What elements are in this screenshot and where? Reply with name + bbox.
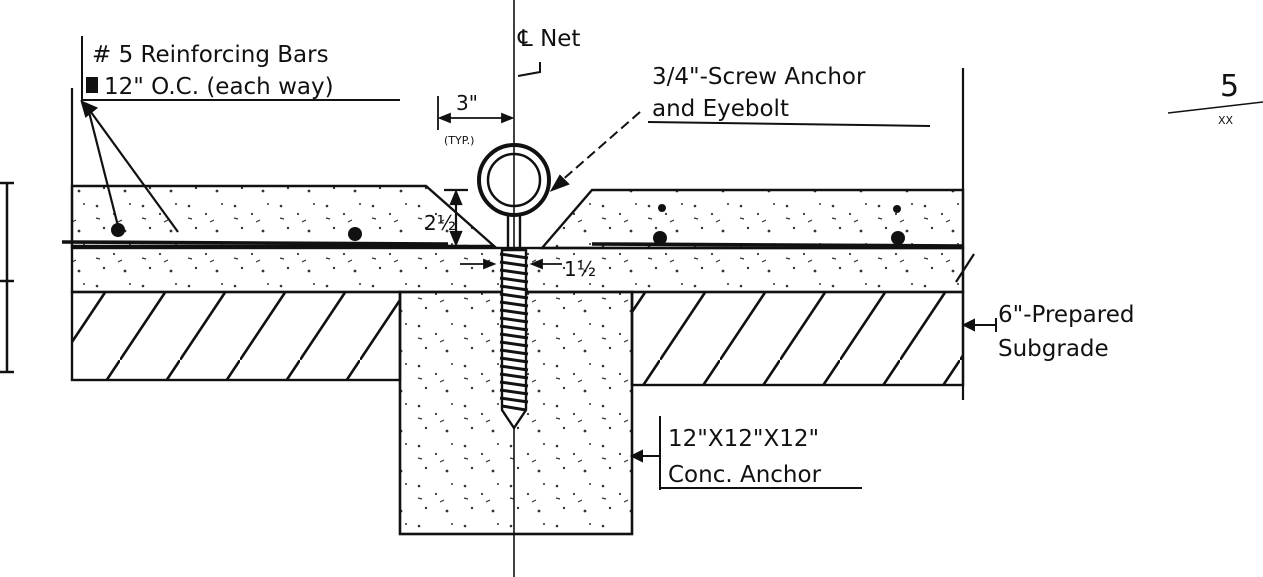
- subgrade-leader-arrow: [961, 318, 997, 332]
- corner-mark-sub: XX: [1218, 114, 1234, 127]
- anchor-label-line1: 3/4"-Screw Anchor: [652, 64, 866, 90]
- left-dimension-marks: [0, 181, 14, 374]
- spacing-typ-label: (TYP.): [444, 134, 474, 147]
- eyebolt-ring-icon: [477, 143, 551, 217]
- gap-label: 1½: [564, 257, 596, 281]
- screw-anchor-icon: [499, 214, 529, 431]
- rebar-label-line2: 12" O.C. (each way): [104, 74, 334, 100]
- spacing-label: 3": [456, 91, 478, 115]
- rebar-leader-arrows: [80, 100, 179, 233]
- subgrade-left: [70, 290, 402, 382]
- anchor-label-line2: and Eyebolt: [652, 96, 789, 122]
- gap-dimension: [460, 258, 562, 270]
- slab-break-mark: [955, 253, 975, 283]
- rebar-dots: [111, 204, 905, 245]
- centerline-label: ℄ Net: [517, 26, 580, 52]
- subgrade-label-line1: 6"-Prepared: [998, 302, 1134, 328]
- block-leader-arrow: [629, 416, 862, 490]
- subgrade-right: [630, 290, 965, 387]
- rebar-at-symbol: [86, 77, 98, 93]
- corner-mark-text: 5: [1220, 69, 1239, 104]
- block-label-line1: 12"X12"X12": [668, 426, 819, 452]
- rebar-label-bracket: [81, 36, 400, 102]
- anchor-leader-arrow: [549, 111, 931, 192]
- rebar-lines: [61, 240, 964, 248]
- corner-mark: 5 XX: [1167, 69, 1263, 127]
- thickness-label: 2½: [424, 211, 456, 235]
- rebar-label-line1: # 5 Reinforcing Bars: [92, 42, 329, 68]
- block-label-line2: Conc. Anchor: [668, 462, 822, 488]
- thickness-dimension: [444, 188, 468, 248]
- spacing-dimension: [437, 96, 515, 130]
- centerline-hook-arrow: [517, 62, 541, 77]
- subgrade-label-line2: Subgrade: [998, 336, 1109, 362]
